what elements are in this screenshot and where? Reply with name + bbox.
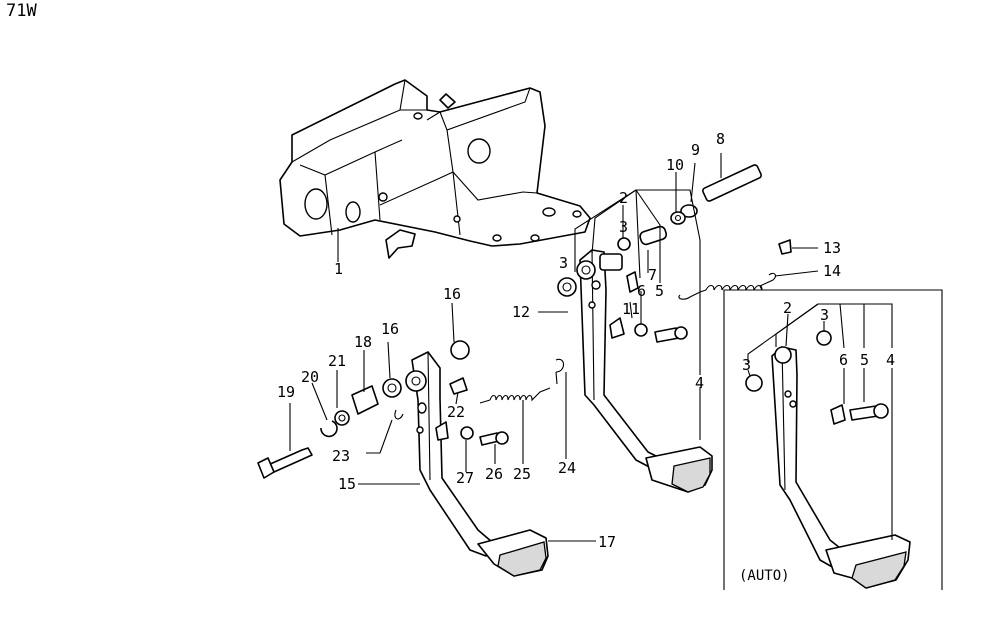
callout-8: 8 [716, 130, 725, 148]
callout-9: 9 [691, 141, 700, 159]
callout-labels: 1 2 3 3 4 5 6 7 8 9 10 11 12 13 14 15 16… [277, 130, 895, 584]
auto-callout-5: 5 [860, 351, 869, 369]
callout-18: 18 [354, 333, 372, 351]
diagram-code: 71W [6, 1, 37, 21]
callout-5: 5 [655, 282, 664, 300]
callout-16: 16 [443, 285, 461, 303]
callout-1: 1 [334, 260, 343, 278]
callout-6: 6 [637, 282, 646, 300]
callout-16: 16 [381, 320, 399, 338]
callout-10: 10 [666, 156, 684, 174]
callout-14: 14 [823, 262, 841, 280]
auto-variant-label: (AUTO) [739, 568, 790, 584]
callout-7: 7 [648, 266, 657, 284]
auto-callout-6: 6 [839, 351, 848, 369]
callout-15: 15 [338, 475, 356, 493]
callout-19: 19 [277, 383, 295, 401]
callout-3: 3 [619, 218, 628, 236]
callout-17: 17 [598, 533, 616, 551]
auto-callout-3: 3 [742, 356, 751, 374]
callout-12: 12 [512, 303, 530, 321]
callout-27: 27 [456, 469, 474, 487]
return-spring [678, 272, 777, 300]
callout-22: 22 [447, 403, 465, 421]
callout-23: 23 [332, 447, 350, 465]
callout-4: 4 [695, 374, 704, 392]
callout-21: 21 [328, 352, 346, 370]
clutch-pedal [411, 351, 549, 577]
pedal-bracket [279, 79, 591, 259]
callout-20: 20 [301, 368, 319, 386]
leader-lines [289, 153, 893, 542]
callout-13: 13 [823, 239, 841, 257]
brake-pedal-manual [579, 249, 713, 493]
auto-callout-2: 2 [783, 299, 792, 317]
brake-pedal-hardware [557, 164, 792, 343]
callout-2: 2 [619, 189, 628, 207]
auto-variant-inset [723, 289, 943, 590]
callout-24: 24 [558, 459, 576, 477]
callout-3: 3 [559, 254, 568, 272]
callout-26: 26 [485, 465, 503, 483]
clutch-return-spring [479, 358, 565, 404]
auto-callout-4: 4 [886, 351, 895, 369]
auto-callout-3: 3 [820, 306, 829, 324]
clutch-pedal-hardware [257, 340, 509, 479]
callout-25: 25 [513, 465, 531, 483]
callout-11: 11 [622, 300, 640, 318]
